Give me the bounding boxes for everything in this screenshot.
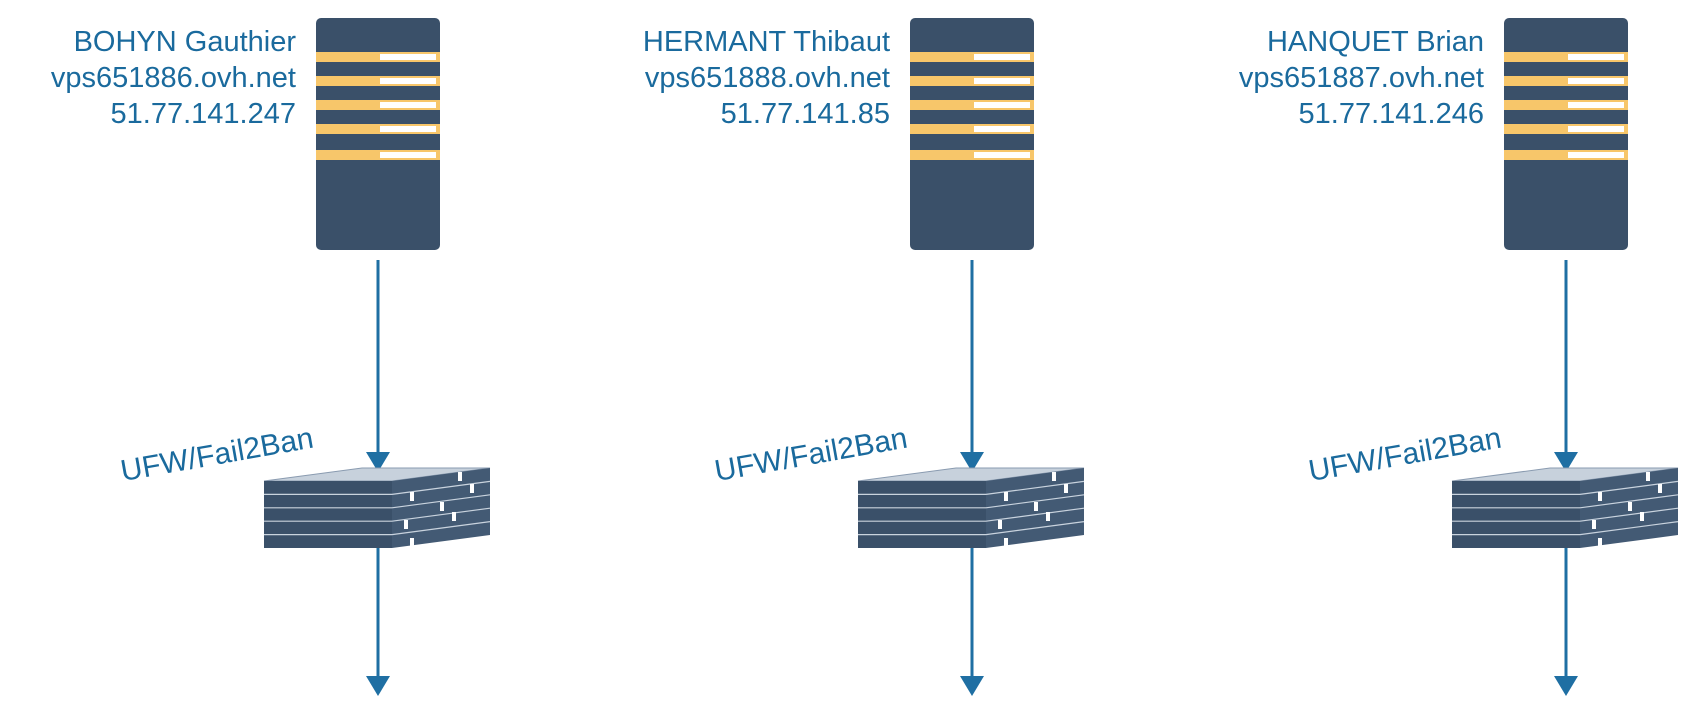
server-ip-address: 51.77.141.246	[1298, 98, 1484, 130]
arrow-server-to-firewall	[1554, 260, 1578, 472]
node-graphics	[263, 18, 491, 696]
server-hostname: vps651886.ovh.net	[50, 62, 296, 94]
server-icon	[910, 18, 1034, 250]
arrow-firewall-out	[1554, 548, 1578, 696]
firewall-icon	[857, 467, 1085, 548]
arrow-firewall-out	[366, 548, 390, 696]
arrow-server-to-firewall	[366, 260, 390, 472]
server-node: BOHYN Gauthier vps651886.ovh.net 51.77.1…	[0, 0, 600, 726]
node-graphics	[857, 18, 1085, 696]
server-owner-name: HANQUET Brian	[1266, 26, 1484, 58]
server-ip-address: 51.77.141.85	[720, 98, 890, 130]
server-hostname: vps651888.ovh.net	[644, 62, 890, 94]
server-node: HANQUET Brian vps651887.ovh.net 51.77.14…	[1188, 0, 1708, 726]
server-owner-name: BOHYN Gauthier	[73, 26, 296, 58]
server-labels: HANQUET Brian vps651887.ovh.net 51.77.14…	[1239, 24, 1484, 132]
server-icon	[316, 18, 440, 250]
firewall-icon	[1451, 467, 1679, 548]
server-ip-address: 51.77.141.247	[110, 98, 296, 130]
server-labels: BOHYN Gauthier vps651886.ovh.net 51.77.1…	[51, 24, 296, 132]
server-hostname: vps651887.ovh.net	[1238, 62, 1484, 94]
node-graphics	[1451, 18, 1679, 696]
firewall-icon	[263, 467, 491, 548]
server-owner-name: HERMANT Thibaut	[642, 26, 890, 58]
server-node: HERMANT Thibaut vps651888.ovh.net 51.77.…	[594, 0, 1194, 726]
arrow-firewall-out	[960, 548, 984, 696]
server-labels: HERMANT Thibaut vps651888.ovh.net 51.77.…	[643, 24, 890, 132]
arrow-server-to-firewall	[960, 260, 984, 472]
server-icon	[1504, 18, 1628, 250]
